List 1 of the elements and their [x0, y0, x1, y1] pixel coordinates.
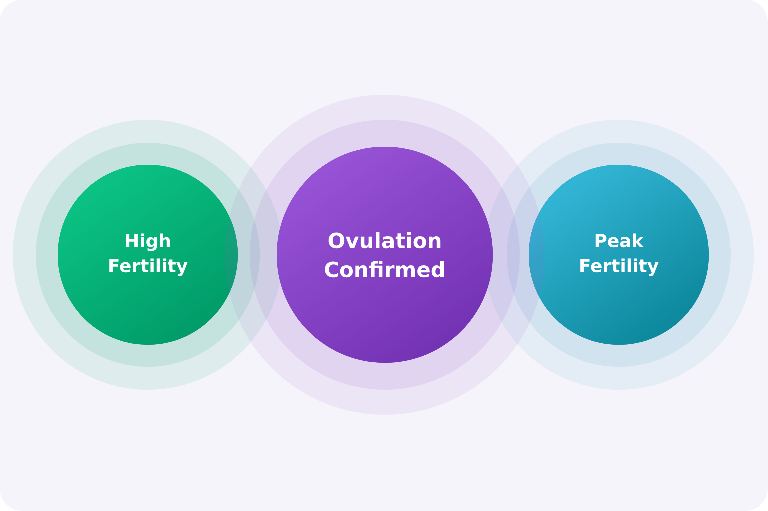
circle-node: Ovulation Confirmed — [277, 147, 493, 363]
